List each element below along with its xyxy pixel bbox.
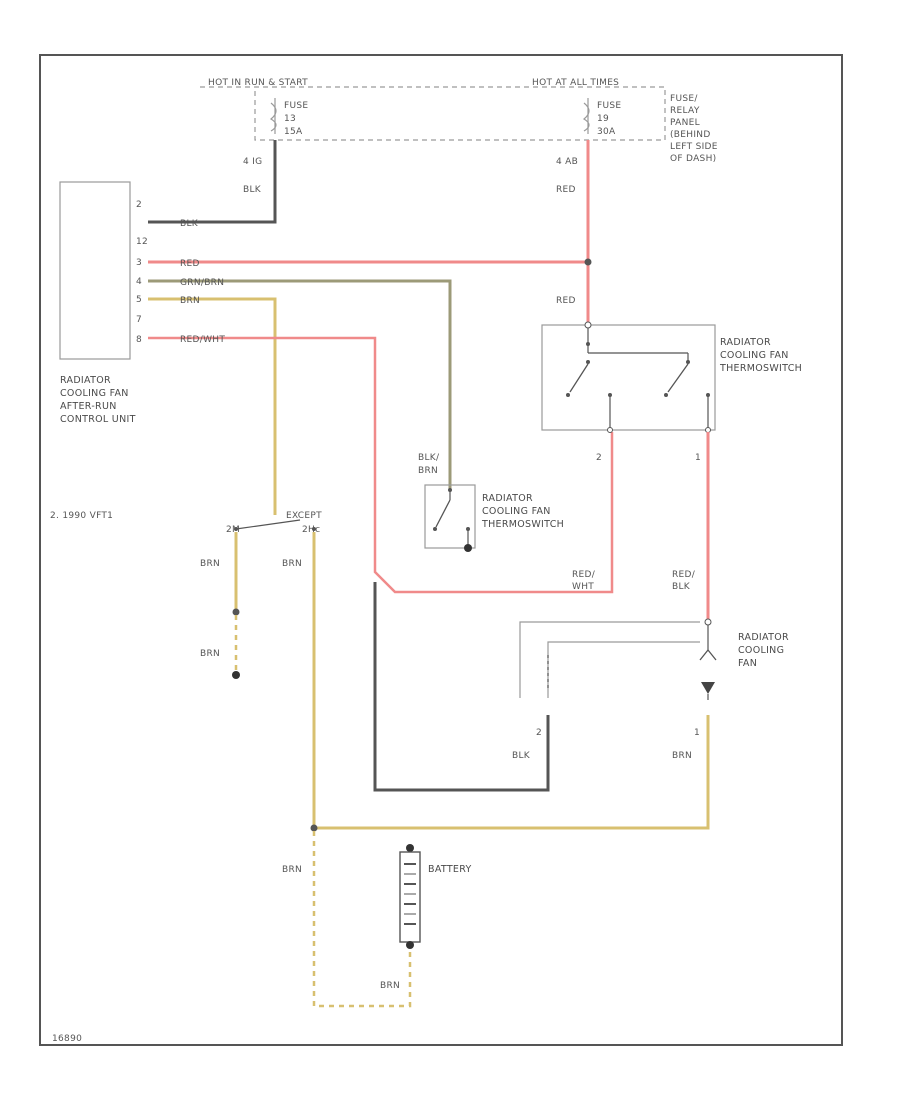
- fuse-13: FUSE 13 15A: [269, 98, 308, 137]
- radiator-fan-thermoswitch: RADIATOR COOLING FAN THERMOSWITCH 2 1: [541, 321, 802, 463]
- except-label: EXCEPT: [286, 511, 322, 521]
- connector-pin-a: 2M: [226, 525, 240, 535]
- wire-blk-fuse13-to-cu: [148, 140, 277, 224]
- except-connector: EXCEPT 2M 2Hc: [226, 511, 322, 535]
- svg-text:AFTER-RUN: AFTER-RUN: [60, 401, 117, 412]
- battery: BATTERY: [399, 844, 472, 949]
- variant-note: 2. 1990 VFT1: [50, 511, 113, 521]
- svg-text:RELAY: RELAY: [670, 106, 700, 116]
- cu-pin-8: 8: [136, 335, 142, 345]
- svg-text:RADIATOR: RADIATOR: [482, 493, 533, 504]
- cu-pin-3: 3: [136, 258, 142, 268]
- svg-text:COOLING: COOLING: [738, 645, 784, 656]
- wire-label-cu-red: RED: [180, 259, 200, 269]
- radiator-cooling-fan: RADIATOR COOLING FAN 2 1 BLK BRN: [512, 618, 789, 761]
- wire-label-brn-battery-left: BRN: [282, 865, 302, 875]
- fuse-panel-location-label: FUSE/ RELAY PANEL (BEHIND LEFT SIDE OF D…: [670, 94, 718, 164]
- svg-text:CONTROL UNIT: CONTROL UNIT: [60, 414, 136, 425]
- fuse-19-number: 19: [597, 114, 609, 124]
- svg-text:THERMOSWITCH: THERMOSWITCH: [719, 363, 802, 374]
- cu-pin-12: 12: [136, 237, 148, 247]
- wire-label-brn-mid: BRN: [282, 559, 302, 569]
- battery-label: BATTERY: [428, 864, 472, 875]
- wire-label-cu-red-wht: RED/WHT: [180, 335, 225, 345]
- wire-label-cu-grn-brn: GRN/BRN: [180, 278, 224, 288]
- wire-label-switch-blk: BLK/: [418, 453, 440, 463]
- wire-brn-fan-common: [314, 715, 710, 830]
- svg-text:COOLING FAN: COOLING FAN: [482, 506, 551, 517]
- wire-label-red-wht-b: WHT: [572, 582, 594, 592]
- wire-label-blk-upper: BLK: [243, 185, 262, 195]
- fuse-13-name: FUSE: [284, 101, 308, 111]
- wire-label-4ab: 4 AB: [556, 157, 578, 167]
- svg-text:FUSE/: FUSE/: [670, 94, 698, 104]
- svg-text:COOLING FAN: COOLING FAN: [720, 350, 789, 361]
- fan-pin-2: 2: [536, 728, 542, 738]
- wire-label-red-upper: RED: [556, 185, 576, 195]
- wire-red-wht: [148, 336, 614, 594]
- diagram-code: 16890: [52, 1034, 82, 1044]
- diagram-frame: [39, 54, 843, 1046]
- cu-pin-2: 2: [136, 200, 142, 210]
- svg-text:FAN: FAN: [738, 658, 757, 669]
- thermoswitch-pin-2: 2: [596, 453, 602, 463]
- fan-pin-1: 1: [694, 728, 700, 738]
- fuse-19-amps: 30A: [597, 127, 616, 137]
- svg-text:THERMOSWITCH: THERMOSWITCH: [481, 519, 564, 530]
- fuse-19: FUSE 19 30A: [582, 98, 621, 137]
- wire-label-brn-fan: BRN: [672, 751, 692, 761]
- fuse-13-number: 13: [284, 114, 296, 124]
- svg-text:(BEHIND: (BEHIND: [670, 130, 711, 140]
- wire-grn-brn: [148, 279, 452, 490]
- fuse-19-name: FUSE: [597, 101, 621, 111]
- wire-label-red-blk-a: RED/: [672, 570, 696, 580]
- svg-text:OF DASH): OF DASH): [670, 154, 716, 164]
- svg-text:LEFT SIDE: LEFT SIDE: [670, 142, 718, 152]
- svg-text:PANEL: PANEL: [670, 118, 700, 128]
- svg-text:RADIATOR: RADIATOR: [720, 337, 771, 348]
- wire-blk-fan-ground: [373, 582, 550, 792]
- cu-pin-5: 5: [136, 295, 142, 305]
- connector-pin-b: 2Hc: [302, 525, 320, 535]
- wire-label-4ig: 4 IG: [243, 157, 262, 167]
- wire-label-red-blk-b: BLK: [672, 582, 691, 592]
- cu-pin-7: 7: [136, 315, 142, 325]
- fuse-13-amps: 15A: [284, 127, 303, 137]
- after-run-control-unit: 2 12 3 4 5 7 8 RADIATOR COOLING FAN AFTE…: [59, 181, 148, 425]
- hot-all-times-label: HOT AT ALL TIMES: [532, 78, 619, 88]
- svg-text:RADIATOR: RADIATOR: [738, 632, 789, 643]
- svg-text:RADIATOR: RADIATOR: [60, 375, 111, 386]
- wire-brn-cu: [148, 297, 277, 515]
- fuse-relay-panel: HOT IN RUN & START HOT AT ALL TIMES FUSE…: [200, 78, 718, 164]
- cu-pin-4: 4: [136, 277, 142, 287]
- thermoswitch-pin-1: 1: [695, 453, 701, 463]
- svg-text:COOLING FAN: COOLING FAN: [60, 388, 129, 399]
- hot-run-start-label: HOT IN RUN & START: [208, 78, 308, 88]
- wire-label-red-switch: RED: [556, 296, 576, 306]
- wire-label-red-wht-a: RED/: [572, 570, 596, 580]
- wire-label-brn-left-upper: BRN: [200, 559, 220, 569]
- wire-label-switch-brn: BRN: [418, 466, 438, 476]
- wire-label-cu-blk: BLK: [180, 219, 199, 229]
- wire-label-brn-left-lower: BRN: [200, 649, 220, 659]
- wire-label-blk-fan: BLK: [512, 751, 531, 761]
- wire-brn-battery-dashed: [312, 831, 412, 1008]
- wire-label-brn-battery-bottom: BRN: [380, 981, 400, 991]
- small-thermoswitch: RADIATOR COOLING FAN THERMOSWITCH BLK/ B…: [418, 453, 564, 552]
- wire-label-cu-brn: BRN: [180, 296, 200, 306]
